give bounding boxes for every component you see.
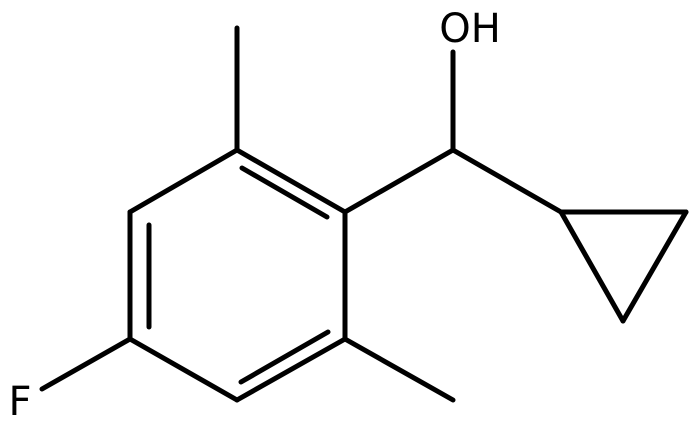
ring-double-bond-inner-1 xyxy=(239,165,330,220)
ring-double-bond-inner-3 xyxy=(238,329,331,385)
ring-to-carbinol-bond xyxy=(342,147,456,215)
ring-bond-c4-c5 xyxy=(127,336,240,403)
fluorine-label: F xyxy=(8,379,31,425)
ring-bond-c1-c2 xyxy=(234,147,348,215)
ring-bond-c5-c6 xyxy=(234,336,348,403)
fluorine-bond xyxy=(39,336,133,392)
cyclopropyl-bond-2 xyxy=(620,209,689,324)
ring-bond-c2-c3 xyxy=(127,147,240,215)
hydroxyl-label: OH xyxy=(439,6,501,52)
carbinol-to-cyclopropyl-bond xyxy=(450,147,564,215)
cyclopropyl-bond-3 xyxy=(558,209,626,324)
methyl-bond-bottom xyxy=(342,336,456,403)
